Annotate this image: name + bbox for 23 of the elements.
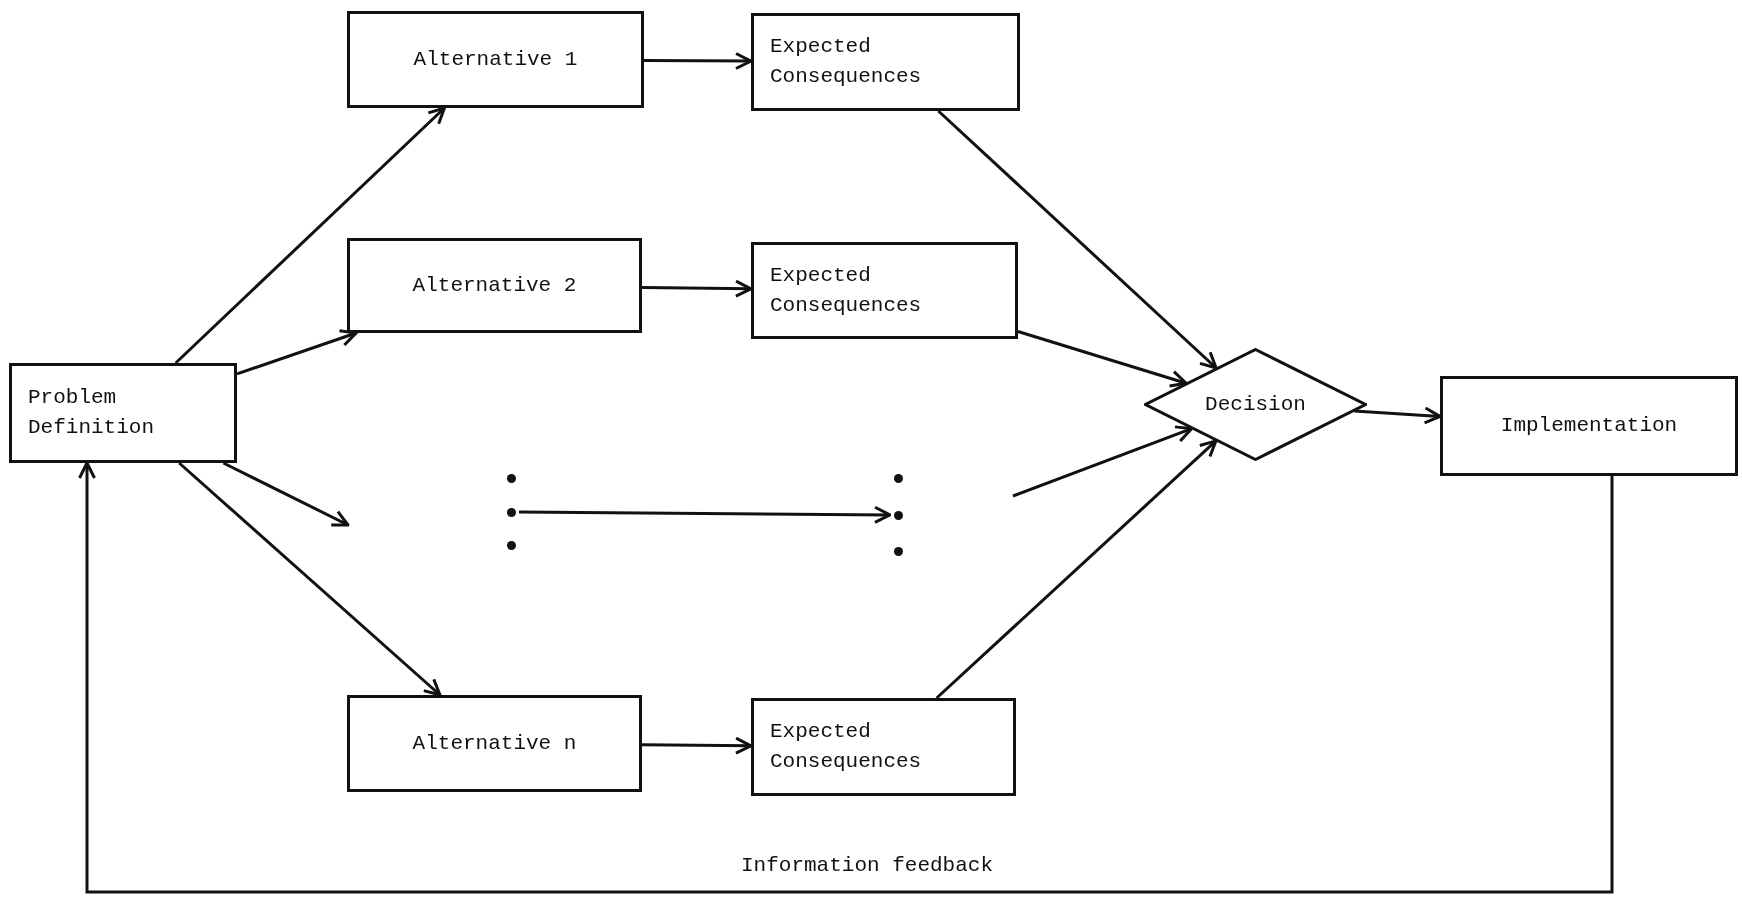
process-box: Problem Definition [9,363,237,463]
process-box: Expected Consequences [751,698,1016,796]
arrow [1354,406,1442,425]
arrow [1012,425,1194,498]
arrow [935,439,1218,700]
process-box: Implementation [1440,376,1738,476]
arrow [937,109,1218,370]
decision-diamond: Decision [1144,348,1367,461]
process-box: Expected Consequences [751,242,1018,339]
arrow [78,461,1614,894]
arrow [174,106,446,365]
process-box: Alternative n [347,695,642,792]
arrow [236,329,358,376]
process-box: Alternative 2 [347,238,642,333]
arrow [644,52,753,70]
arrow [222,461,350,527]
arrow [642,736,753,755]
arrow [178,461,442,697]
arrow [519,505,892,524]
arrow [1017,330,1188,388]
process-box: Alternative 1 [347,11,644,108]
process-box: Expected Consequences [751,13,1020,111]
arrow [641,279,753,298]
